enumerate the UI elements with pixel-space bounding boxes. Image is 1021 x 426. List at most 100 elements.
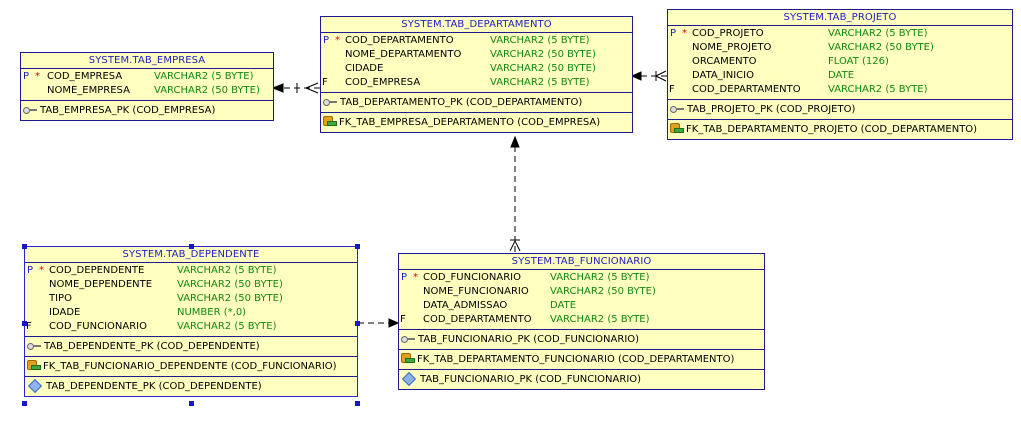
key-row[interactable]: TAB_FUNCIONARIO_PK (COD_FUNCIONARIO) — [399, 330, 764, 350]
resize-handle-n[interactable] — [189, 244, 194, 249]
table-funcionario[interactable]: SYSTEM.TAB_FUNCIONARIO P * COD_FUNCIONAR… — [398, 253, 765, 390]
column-name: NOME_DEPENDENTE — [49, 279, 153, 290]
column-row[interactable]: NOME_DEPENDENTE VARCHAR2 (50 BYTE) — [25, 278, 357, 292]
column-row[interactable]: DATA_ADMISSAO DATE — [399, 299, 764, 313]
key-row[interactable]: FK_TAB_DEPARTAMENTO_FUNCIONARIO (COD_DEP… — [399, 350, 764, 370]
column-row[interactable]: P * COD_DEPARTAMENTO VARCHAR2 (5 BYTE) — [321, 34, 632, 48]
arrowhead-left — [630, 71, 642, 81]
column-row[interactable]: F COD_FUNCIONARIO VARCHAR2 (5 BYTE) — [25, 320, 357, 334]
column-name: NOME_PROJETO — [692, 42, 772, 53]
column-type: VARCHAR2 (50 BYTE) — [828, 42, 934, 53]
key-label: TAB_DEPARTAMENTO_PK (COD_DEPARTAMENTO) — [340, 97, 583, 108]
unique-key-icon — [27, 378, 43, 394]
column-row[interactable]: NOME_PROJETO VARCHAR2 (50 BYTE) — [668, 41, 1012, 55]
arrowhead-right — [388, 318, 400, 328]
arrowhead-up — [510, 135, 520, 148]
column-name: COD_EMPRESA — [345, 77, 421, 88]
column-row[interactable]: IDADE NUMBER (*,0) — [25, 306, 357, 320]
required-mark: * — [35, 71, 40, 82]
column-row[interactable]: P * COD_EMPRESA VARCHAR2 (5 BYTE) — [21, 70, 273, 84]
column-name: TIPO — [49, 293, 72, 304]
key-row[interactable]: TAB_EMPRESA_PK (COD_EMPRESA) — [21, 101, 273, 120]
table-projeto[interactable]: SYSTEM.TAB_PROJETO P * COD_PROJETO VARCH… — [667, 9, 1013, 140]
column-row[interactable]: F COD_DEPARTAMENTO VARCHAR2 (5 BYTE) — [668, 83, 1012, 97]
primary-flag: P — [401, 272, 408, 283]
key-row[interactable]: TAB_DEPENDENTE_PK (COD_DEPENDENTE) — [25, 377, 357, 396]
column-type: FLOAT (126) — [828, 56, 889, 67]
column-row[interactable]: ORCAMENTO FLOAT (126) — [668, 55, 1012, 69]
key-icon — [670, 105, 684, 113]
resize-handle-sw[interactable] — [22, 401, 27, 406]
column-type: VARCHAR2 (50 BYTE) — [154, 85, 260, 96]
required-mark: * — [335, 35, 340, 46]
column-row[interactable]: TIPO VARCHAR2 (50 BYTE) — [25, 292, 357, 306]
table-title: SYSTEM.TAB_DEPARTAMENTO — [321, 17, 632, 33]
column-name: NOME_EMPRESA — [47, 85, 130, 96]
column-type: VARCHAR2 (5 BYTE) — [154, 71, 254, 82]
column-name: COD_DEPARTAMENTO — [692, 84, 801, 95]
resize-handle-e[interactable] — [355, 321, 360, 326]
resize-handle-s[interactable] — [189, 401, 194, 406]
key-icon — [401, 335, 415, 343]
key-row[interactable]: FK_TAB_FUNCIONARIO_DEPENDENTE (COD_FUNCI… — [25, 357, 357, 377]
table-empresa[interactable]: SYSTEM.TAB_EMPRESA P * COD_EMPRESA VARCH… — [20, 52, 274, 121]
column-row[interactable]: P * COD_PROJETO VARCHAR2 (5 BYTE) — [668, 27, 1012, 41]
column-row[interactable]: P * COD_DEPENDENTE VARCHAR2 (5 BYTE) — [25, 264, 357, 278]
primary-flag: P — [670, 28, 677, 39]
table-title: SYSTEM.TAB_PROJETO — [668, 10, 1012, 26]
column-row[interactable]: CIDADE VARCHAR2 (50 BYTE) — [321, 62, 632, 76]
column-type: VARCHAR2 (5 BYTE) — [550, 272, 650, 283]
column-type: VARCHAR2 (50 BYTE) — [490, 49, 596, 60]
column-type: VARCHAR2 (5 BYTE) — [177, 265, 277, 276]
resize-handle-ne[interactable] — [355, 244, 360, 249]
resize-handle-se[interactable] — [355, 401, 360, 406]
column-name: DATA_INICIO — [692, 70, 754, 81]
key-label: FK_TAB_EMPRESA_DEPARTAMENTO (COD_EMPRESA… — [339, 117, 601, 128]
column-type: VARCHAR2 (5 BYTE) — [828, 28, 928, 39]
column-name: COD_DEPARTAMENTO — [423, 314, 532, 325]
table-title: SYSTEM.TAB_EMPRESA — [21, 53, 273, 69]
key-row[interactable]: TAB_PROJETO_PK (COD_PROJETO) — [668, 100, 1012, 120]
key-row[interactable]: TAB_DEPARTAMENTO_PK (COD_DEPARTAMENTO) — [321, 93, 632, 113]
key-row[interactable]: TAB_FUNCIONARIO_PK (COD_FUNCIONARIO) — [399, 370, 764, 389]
column-list: P * COD_DEPENDENTE VARCHAR2 (5 BYTE) NOM… — [25, 263, 357, 337]
column-row[interactable]: NOME_FUNCIONARIO VARCHAR2 (50 BYTE) — [399, 285, 764, 299]
column-row[interactable]: DATA_INICIO DATE — [668, 69, 1012, 83]
key-label: TAB_FUNCIONARIO_PK (COD_FUNCIONARIO) — [420, 374, 642, 385]
key-icon — [27, 342, 41, 350]
column-type: VARCHAR2 (5 BYTE) — [828, 84, 928, 95]
foreign-flag: F — [26, 321, 32, 332]
foreign-key-icon — [323, 116, 337, 128]
column-list: P * COD_EMPRESA VARCHAR2 (5 BYTE) NOME_E… — [21, 69, 273, 101]
key-icon — [323, 98, 337, 106]
column-name: COD_FUNCIONARIO — [423, 272, 521, 283]
key-label: TAB_DEPENDENTE_PK (COD_DEPENDENTE) — [44, 341, 260, 352]
unique-key-icon — [401, 371, 417, 387]
column-row[interactable]: F COD_DEPARTAMENTO VARCHAR2 (5 BYTE) — [399, 313, 764, 327]
key-label: FK_TAB_FUNCIONARIO_DEPENDENTE (COD_FUNCI… — [43, 361, 337, 372]
column-list: P * COD_PROJETO VARCHAR2 (5 BYTE) NOME_P… — [668, 26, 1012, 100]
column-name: NOME_FUNCIONARIO — [423, 286, 529, 297]
resize-handle-nw[interactable] — [22, 244, 27, 249]
key-label: FK_TAB_DEPARTAMENTO_PROJETO (COD_DEPARTA… — [686, 124, 978, 135]
key-row[interactable]: FK_TAB_DEPARTAMENTO_PROJETO (COD_DEPARTA… — [668, 120, 1012, 139]
arrowhead-left — [271, 83, 284, 93]
key-row[interactable]: TAB_DEPENDENTE_PK (COD_DEPENDENTE) — [25, 337, 357, 357]
column-type: VARCHAR2 (50 BYTE) — [177, 293, 283, 304]
column-row[interactable]: NOME_EMPRESA VARCHAR2 (50 BYTE) — [21, 84, 273, 98]
table-dependente[interactable]: SYSTEM.TAB_DEPENDENTE P * COD_DEPENDENTE… — [24, 246, 358, 397]
foreign-flag: F — [669, 84, 675, 95]
column-row[interactable]: P * COD_FUNCIONARIO VARCHAR2 (5 BYTE) — [399, 271, 764, 285]
column-type: DATE — [828, 70, 855, 81]
foreign-key-icon — [401, 353, 415, 365]
table-departamento[interactable]: SYSTEM.TAB_DEPARTAMENTO P * COD_DEPARTAM… — [320, 16, 633, 133]
required-mark: * — [413, 272, 418, 283]
column-row[interactable]: F COD_EMPRESA VARCHAR2 (5 BYTE) — [321, 76, 632, 90]
column-name: COD_FUNCIONARIO — [49, 321, 147, 332]
column-row[interactable]: NOME_DEPARTAMENTO VARCHAR2 (50 BYTE) — [321, 48, 632, 62]
resize-handle-w[interactable] — [22, 321, 27, 326]
foreign-flag: F — [400, 314, 406, 325]
key-label: FK_TAB_DEPARTAMENTO_FUNCIONARIO (COD_DEP… — [417, 354, 735, 365]
key-row[interactable]: FK_TAB_EMPRESA_DEPARTAMENTO (COD_EMPRESA… — [321, 113, 632, 132]
